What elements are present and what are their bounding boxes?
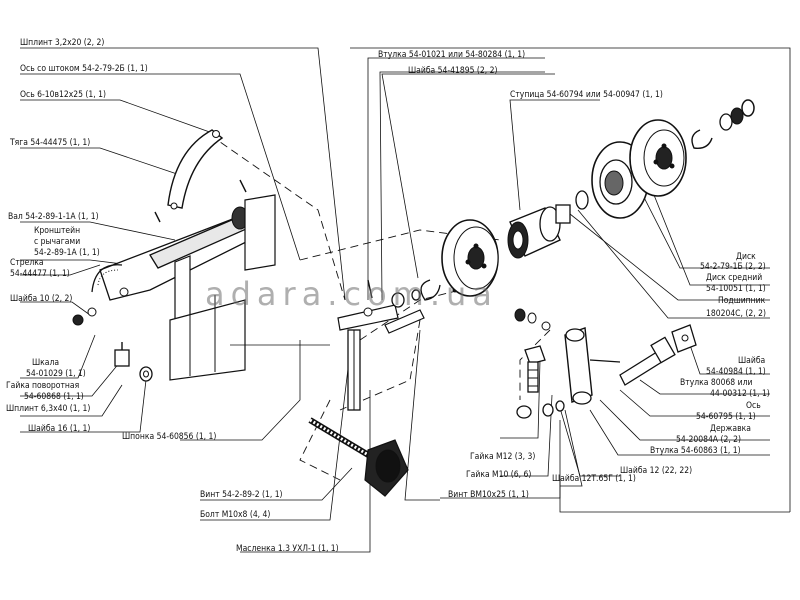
leader-lines-left [20, 47, 371, 553]
disc-left [441, 219, 499, 297]
label-os-6-10: Ось 6-10в12х25 (1, 1) [20, 90, 106, 100]
label-derzhavka-1: Державка [710, 424, 751, 434]
label-derzhavka-2: 54-20084А (2, 2) [676, 435, 742, 445]
label-vtulka-80068-2: 44-00312 (1, 1) [710, 389, 770, 399]
label-gaika-m10: Гайка М10 (6, 6) [466, 470, 532, 480]
label-vint-54: Винт 54-2-89-2 (1, 1) [200, 490, 283, 500]
label-podshipnik-1: Подшипник [718, 296, 766, 306]
label-os-60795-2: 54-60795 (1, 1) [696, 412, 756, 422]
bracket-assembly [72, 129, 276, 382]
center-linkage [337, 279, 458, 411]
label-vtulka-top: Втулка 54-01021 или 54-80284 (1, 1) [378, 50, 526, 60]
label-val: Вал 54-2-89-1-1А (1, 1) [8, 212, 99, 222]
adjustment-screw [308, 417, 409, 497]
watermark: adara.com.ua [205, 275, 498, 313]
label-os-60795-1: Ось [746, 401, 761, 411]
hub [507, 190, 589, 259]
label-shplint-6x40: Шплинт 6,3х40 (1, 1) [6, 404, 91, 414]
label-vint-vm10: Винт ВМ10х25 (1, 1) [448, 490, 529, 500]
label-disk-2: 54-2-79-1Б (2, 2) [700, 262, 766, 272]
label-podshipnik-2: 180204С, (2, 2) [706, 309, 766, 319]
label-shaiba-41895: Шайба 54-41895 (2, 2) [408, 66, 498, 76]
label-gaika-povorotnaya-2: 54-60868 (1, 1) [24, 392, 84, 402]
label-vtulka-80068-1: Втулка 80068 или [680, 378, 753, 388]
axle [619, 324, 697, 386]
label-os-so-shtokom: Ось со штоком 54-2-79-2Б (1, 1) [20, 64, 148, 74]
label-kronshtein-2: с рычагами [34, 237, 81, 247]
label-shaiba-40984-1: Шайба [738, 356, 766, 366]
label-shkala-1: Шкала [32, 358, 60, 368]
label-shaiba-10: Шайба 10 (2, 2) [10, 294, 73, 304]
frame-lines [230, 47, 791, 512]
label-strelka-1: Стрелка [10, 258, 44, 268]
label-tyaga: Тяга 54-44475 (1, 1) [10, 138, 91, 148]
label-disk-sredniy-2: 54-10051 (1, 1) [706, 284, 766, 294]
label-shponka: Шпонка 54-60856 (1, 1) [122, 432, 217, 442]
label-shaiba-40984-2: 54-40984 (1, 1) [706, 367, 766, 377]
label-strelka-2: 54-44477 (1, 1) [10, 269, 70, 279]
label-shkala-2: 54-01029 (1, 1) [26, 369, 86, 379]
top-right-fasteners [691, 99, 755, 149]
holder [564, 327, 621, 405]
label-shaiba-12t: Шайба 12Т.65Г (1, 1) [552, 474, 636, 484]
label-shaiba-16: Шайба 16 (1, 1) [28, 424, 91, 434]
label-disk-sredniy-1: Диск средний [706, 273, 763, 283]
label-maslenka: Масленка 1.3 УХЛ-1 (1, 1) [236, 544, 339, 554]
label-kronshtein-1: Кронштейн [34, 226, 81, 236]
label-kronshtein-3: 54-2-89-1А (1, 1) [34, 248, 100, 258]
label-disk-1: Диск [736, 252, 756, 262]
center-bolts [514, 308, 565, 419]
disc-right [629, 119, 687, 197]
label-bolt-m10: Болт М10х8 (4, 4) [200, 510, 271, 520]
leader-lines-right [367, 57, 790, 513]
label-shaiba-12: Шайба 12 (22, 22) [620, 466, 693, 476]
assembly-dash-lines [209, 134, 551, 481]
label-vtulka-60863: Втулка 54-60863 (1, 1) [650, 446, 741, 456]
label-shplint-3x20: Шплинт 3,2x20 (2, 2) [20, 38, 105, 48]
label-stupica: Ступица 54-60794 или 54-00947 (1, 1) [510, 90, 663, 100]
label-gaika-povorotnaya-1: Гайка поворотная [6, 381, 80, 391]
label-gaika-m12: Гайка М12 (3, 3) [470, 452, 536, 462]
